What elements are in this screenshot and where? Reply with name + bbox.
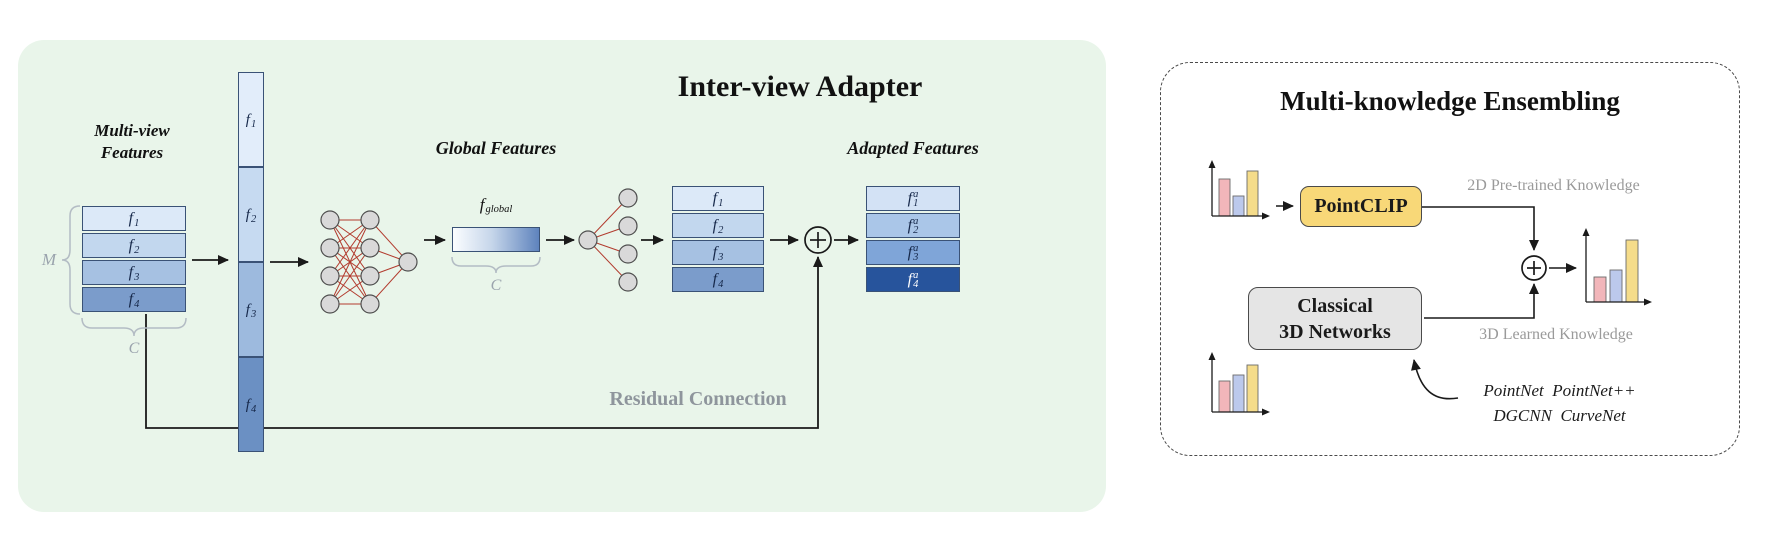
adapted-features-label: Adapted Features bbox=[847, 138, 979, 158]
multiview-label-line2: Features bbox=[100, 143, 164, 162]
residual-connection-label: Residual Connection bbox=[609, 388, 787, 410]
networks-label-line1: PointNet PointNet++ bbox=[1483, 381, 1636, 400]
knowledge-2d-label: 2D Pre-trained Knowledge bbox=[1467, 177, 1640, 194]
classical-label-line1: Classical bbox=[1297, 294, 1373, 317]
knowledge-3d-label: 3D Learned Knowledge bbox=[1479, 326, 1633, 343]
interview-adapter-title: Inter-view Adapter bbox=[677, 70, 923, 103]
networks-label-line2: DGCNN CurveNet bbox=[1493, 406, 1626, 425]
global-feature-bar bbox=[452, 227, 540, 252]
classical-label-line2: 3D Networks bbox=[1279, 320, 1391, 343]
global-features-label: Global Features bbox=[435, 138, 557, 158]
multiview-features-label: Multi-view Features bbox=[62, 120, 202, 164]
classical-3d-box: Classical 3D Networks bbox=[1248, 287, 1422, 350]
pointclip-box: PointCLIP bbox=[1300, 186, 1422, 227]
m-dimension-label: M bbox=[41, 250, 57, 269]
c-dimension-label: C bbox=[128, 340, 140, 357]
networks-examples-label: PointNet PointNet++ DGCNN CurveNet bbox=[1452, 378, 1667, 428]
multiview-label-line1: Multi-view bbox=[94, 121, 170, 140]
multi-knowledge-title: Multi-knowledge Ensembling bbox=[1280, 86, 1620, 116]
c-dimension-label-global: C bbox=[490, 277, 502, 294]
pointclip-label: PointCLIP bbox=[1314, 195, 1408, 217]
